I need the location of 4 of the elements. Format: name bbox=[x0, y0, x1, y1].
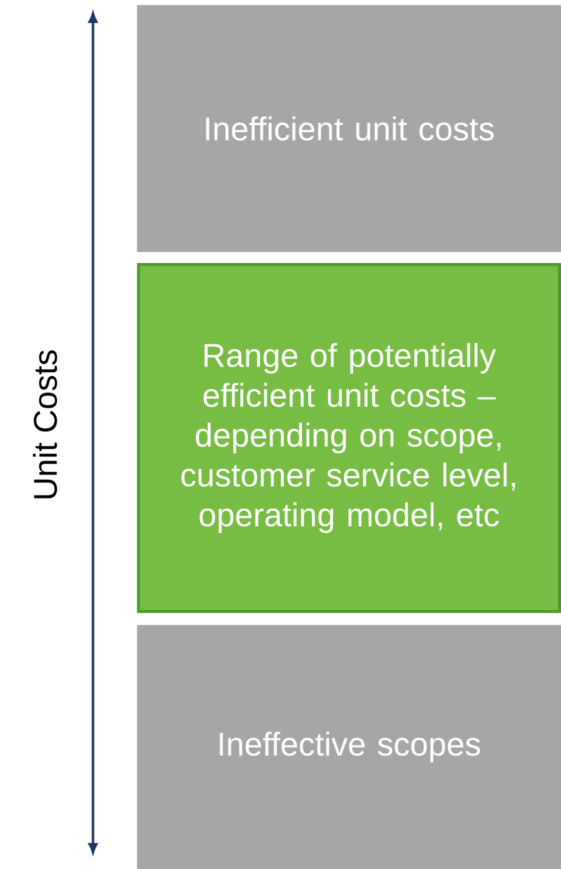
axis-label: Unit Costs bbox=[32, 350, 58, 498]
text-box: Ineffective scopes bbox=[137, 625, 561, 869]
text-box: Range of potentially efficient unit costs – depending on scope, customer service level, operating model, etc bbox=[137, 263, 561, 613]
text-box: Inefficient unit costs bbox=[137, 5, 561, 252]
